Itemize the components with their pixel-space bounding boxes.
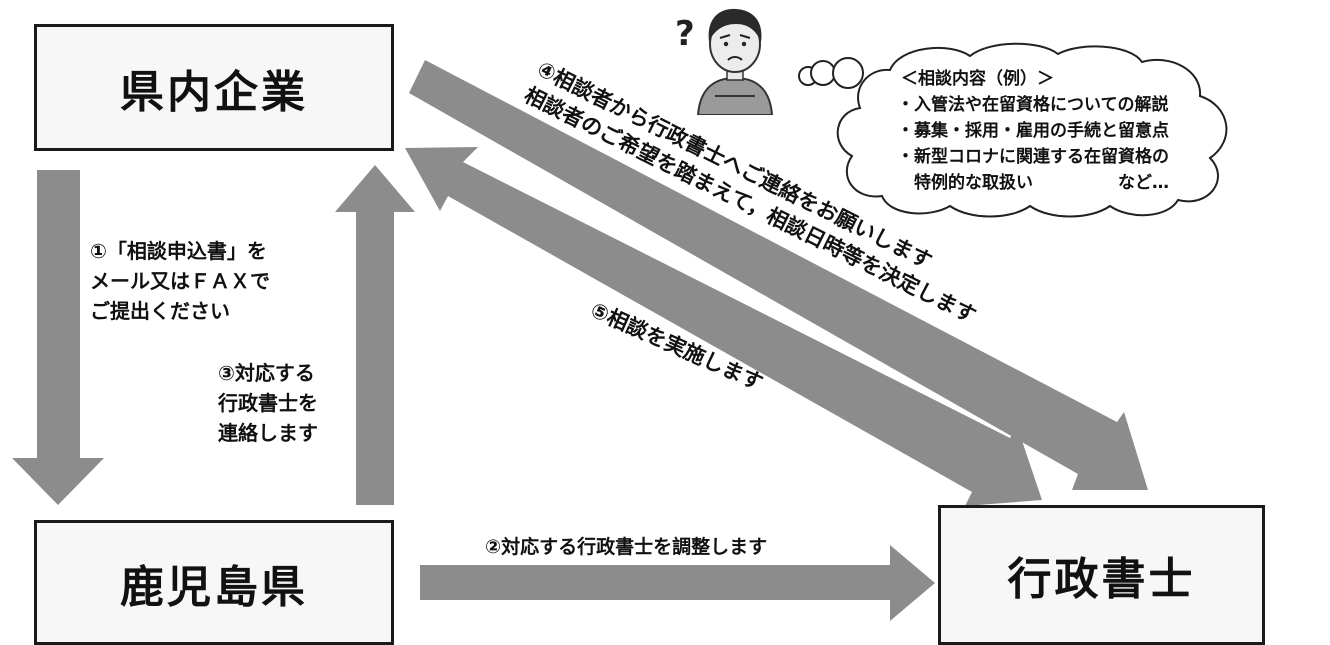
step1-line-2: メール又はＦＡＸで [90, 269, 270, 293]
step3-line-2: 行政書士を [218, 391, 318, 415]
arrow-step1-down [12, 170, 104, 505]
thought-cloud-icon [798, 42, 1228, 218]
step1-line-1: ①「相談申込書」を [90, 239, 267, 263]
company-label: 県内企業 [120, 66, 308, 118]
step3-line-1: ③対応する [218, 361, 315, 385]
prefecture-label: 鹿児島県 [120, 561, 308, 613]
company-box: 県内企業 [34, 24, 394, 151]
step1-line-3: ご提出ください [90, 299, 230, 323]
consultation-examples: ＜相談内容（例）＞ ・入管法や在留資格についての解説 ・募集・採用・雇用の手続と… [897, 66, 1169, 196]
step3-line-3: 連絡します [218, 421, 318, 445]
worried-person-icon [696, 8, 774, 115]
consultation-item: ・新型コロナに関連する在留資格の [897, 147, 1169, 167]
step2-text: ②対応する行政書士を調整します [485, 536, 768, 558]
arrow-step2-right [420, 545, 935, 621]
consultation-item: 特例的な取扱い など… [897, 173, 1169, 193]
consultation-item: ・入管法や在留資格についての解説 [897, 95, 1169, 115]
consultation-item: ・募集・採用・雇用の手続と留意点 [897, 121, 1169, 141]
lawyer-label: 行政書士 [1007, 554, 1196, 605]
arrow-step3-up [335, 165, 415, 505]
prefecture-box: 鹿児島県 [34, 520, 394, 645]
arrow-step4-diagonal [409, 60, 1148, 490]
arrow-step5-bidirectional [405, 147, 1042, 506]
consultation-title: ＜相談内容（例）＞ [901, 69, 1054, 89]
question-mark: ? [675, 14, 695, 54]
step1-text: ①「相談申込書」を メール又はＦＡＸで ご提出ください [90, 236, 270, 326]
lawyer-box: 行政書士 [938, 505, 1265, 645]
step3-text: ③対応する 行政書士を 連絡します [218, 358, 318, 448]
